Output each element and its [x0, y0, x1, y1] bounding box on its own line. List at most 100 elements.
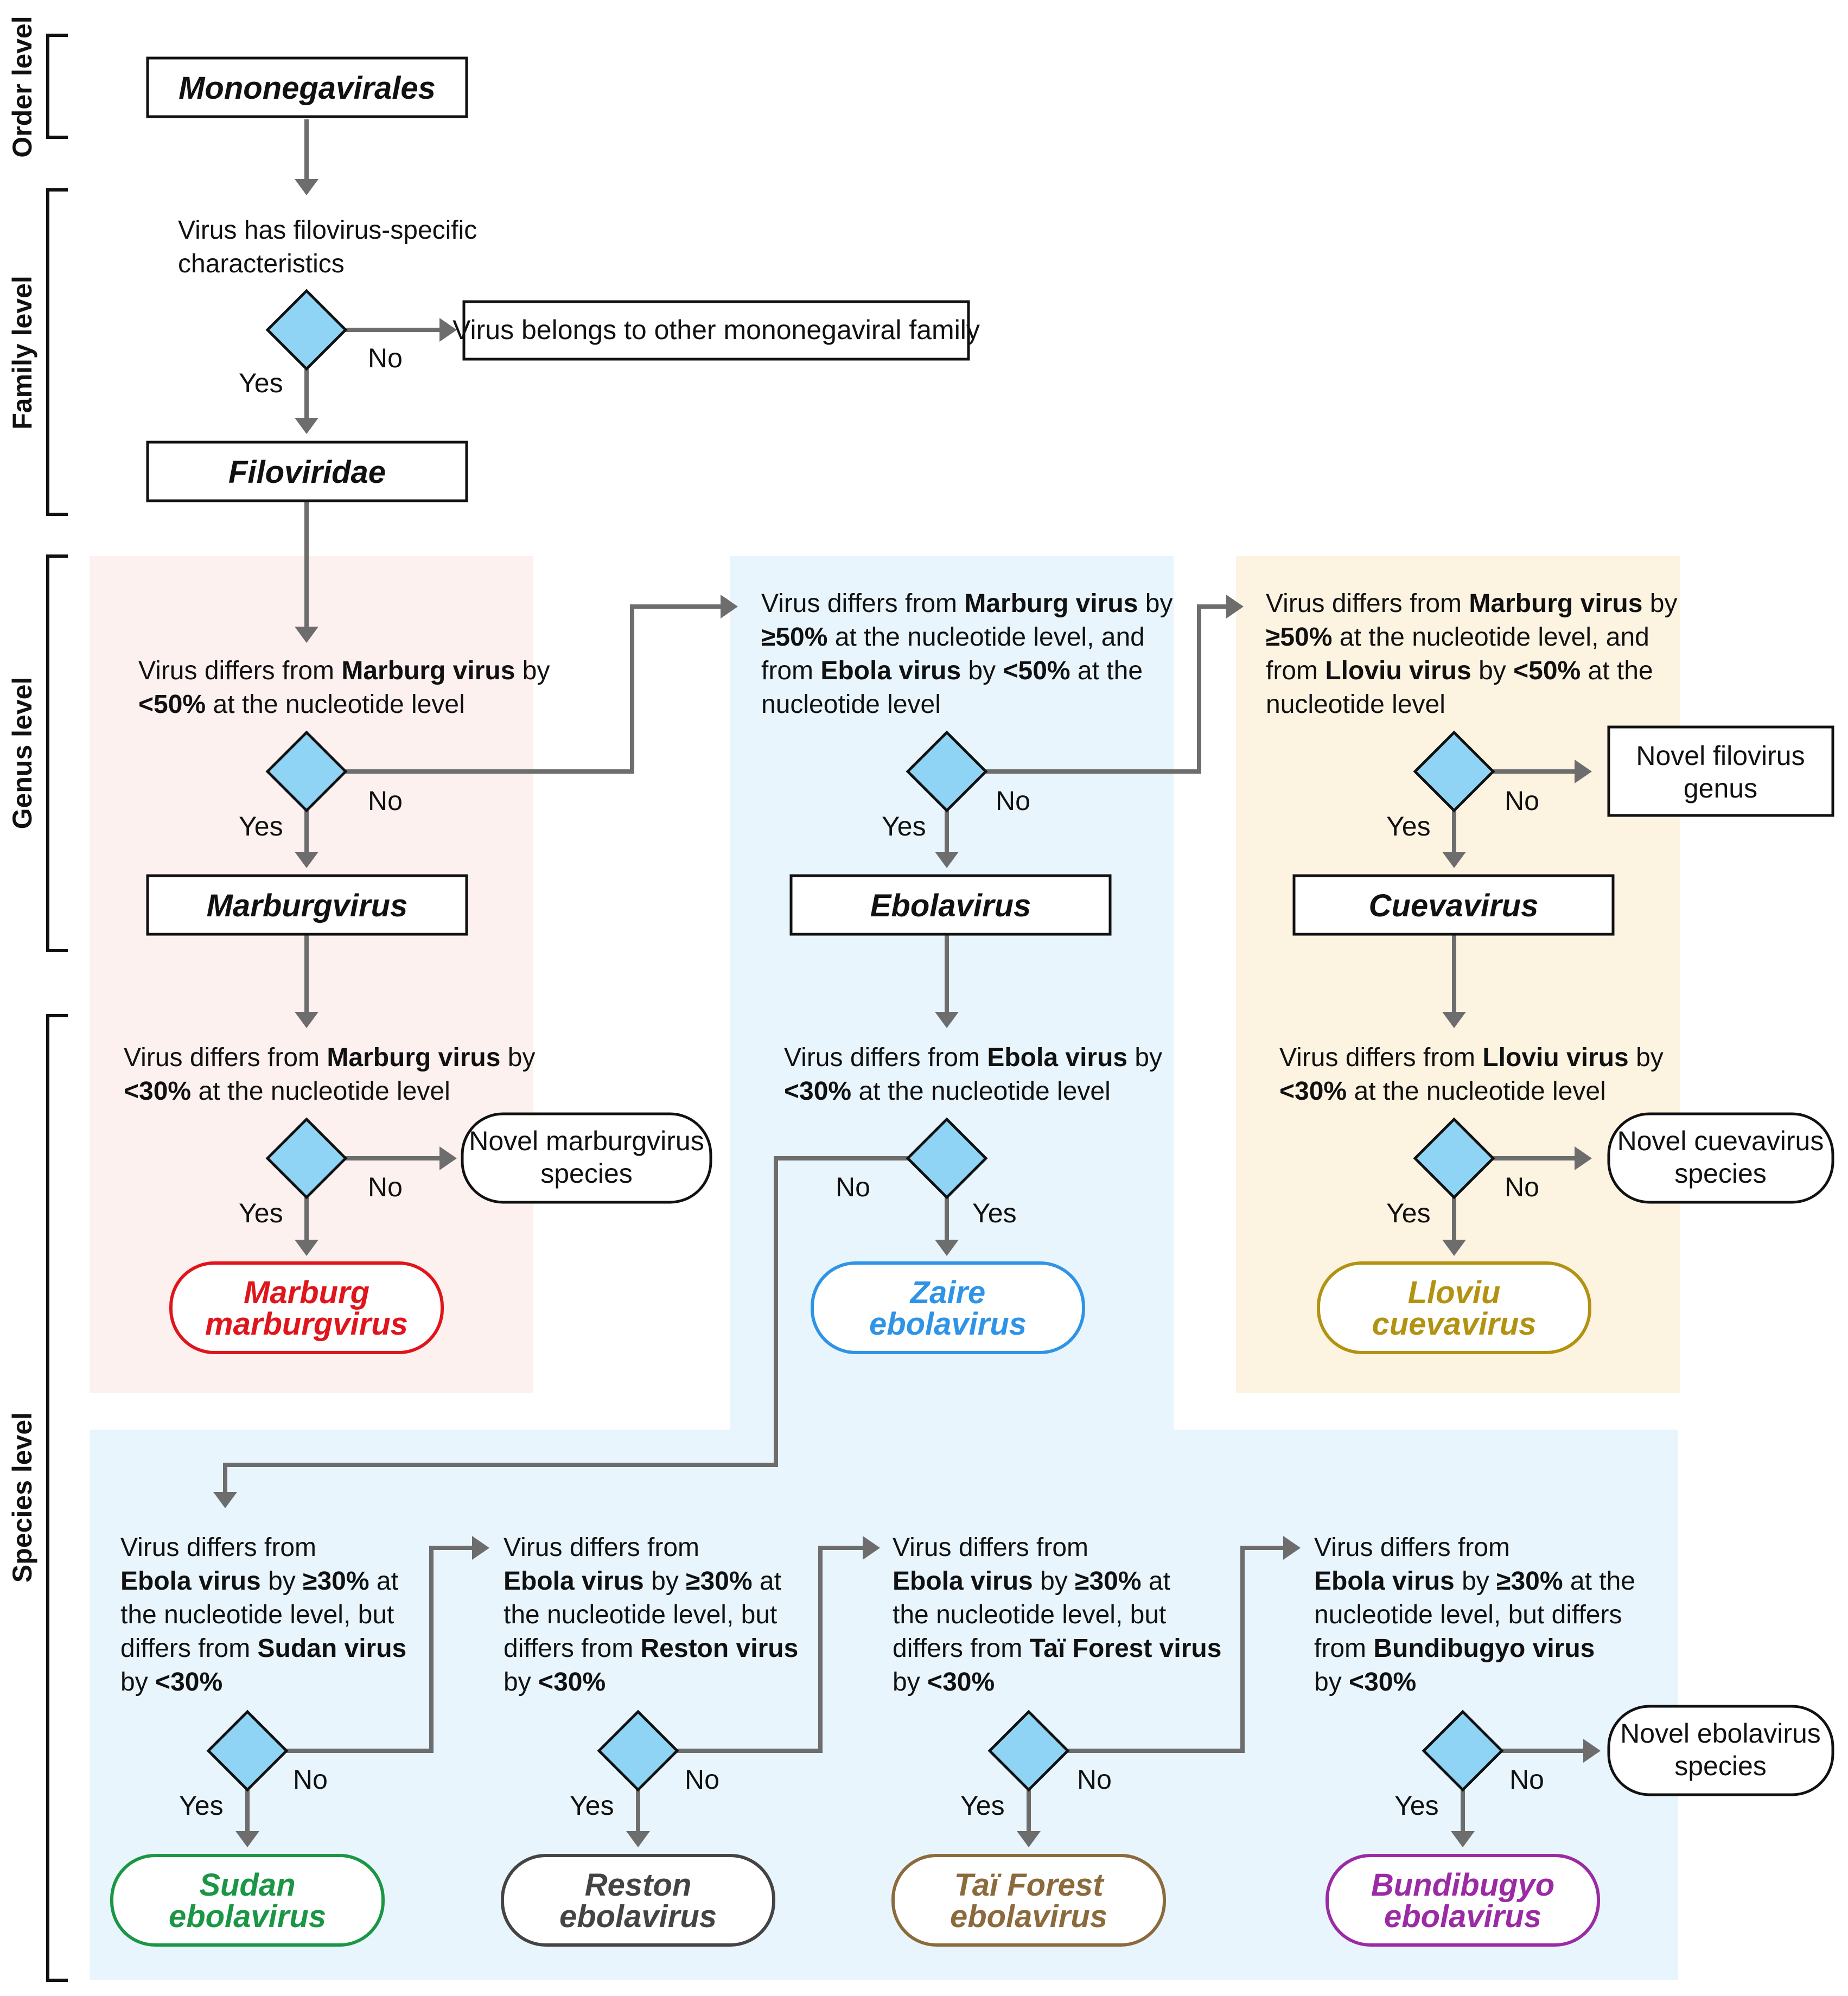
level-brackets: [46, 34, 68, 1982]
marburgvirus-genus-name: Marburgvirus: [207, 888, 408, 923]
family-level-bracket: [46, 188, 68, 516]
arrowhead: [721, 595, 738, 618]
no-label: No: [836, 1172, 870, 1202]
arrowhead: [1442, 1240, 1466, 1256]
lloviu-cuevavirus-line1: Lloviu: [1408, 1275, 1501, 1310]
svg-text:Ebola virus by ≥30% at: Ebola virus by ≥30% at: [120, 1567, 398, 1596]
svg-text:Virus differs from Lloviu viru: Virus differs from Lloviu virus by: [1279, 1043, 1664, 1072]
genus-ebola-decision-diamond: [906, 730, 988, 813]
arrowhead: [213, 1492, 237, 1508]
yes-label: Yes: [239, 811, 283, 841]
cuevavirus-genus-name: Cuevavirus: [1369, 888, 1539, 923]
yes-label: Yes: [239, 1198, 283, 1228]
arrowhead: [935, 1240, 959, 1256]
arrowheads: [213, 179, 1601, 1847]
arrowhead: [295, 852, 318, 868]
arrowhead: [1451, 1831, 1475, 1847]
svg-text:the nucleotide level, but: the nucleotide level, but: [120, 1600, 394, 1629]
ebolavirus-genus-box: [789, 874, 1112, 936]
bundibugyo-decision-diamond: [1422, 1710, 1504, 1792]
order-name: Mononegavirales: [179, 71, 436, 106]
tai-forest-question: Virus differs from Ebola virus by ≥30% a…: [893, 1533, 1221, 1697]
sudan-decision-diamond: [206, 1710, 289, 1792]
novel-cuevavirus-line1: Novel cuevavirus: [1617, 1126, 1824, 1156]
svg-text:Ebola virus by ≥30% at the: Ebola virus by ≥30% at the: [1314, 1567, 1635, 1596]
family-name: Filoviridae: [228, 455, 386, 490]
arrowhead: [439, 1146, 457, 1170]
novel-marburgvirus-box: [461, 1112, 712, 1204]
flow-lines: [223, 119, 1583, 1831]
novel-marburgvirus-line1: Novel marburgvirus: [469, 1126, 704, 1156]
yes-label: Yes: [570, 1790, 614, 1821]
answer-labels: Yes No Yes No Yes No Yes No Yes No No Ye…: [179, 343, 1544, 1821]
sudan-ebolavirus-box: [110, 1854, 385, 1947]
species-level-bracket: [46, 1014, 68, 1982]
species-ebola-decision-diamond: [906, 1117, 988, 1200]
yes-label: Yes: [882, 811, 926, 841]
arrowhead: [863, 1536, 880, 1560]
yes-label: Yes: [1386, 811, 1431, 841]
arrowhead: [295, 418, 318, 434]
sudan-ebolavirus-line1: Sudan: [199, 1867, 295, 1903]
svg-text:Ebola virus by ≥30% at: Ebola virus by ≥30% at: [893, 1567, 1170, 1596]
species-lloviu-question: Virus differs from Lloviu virus by <30% …: [1279, 1043, 1664, 1106]
arrowhead: [935, 852, 959, 868]
arrowhead: [235, 1831, 259, 1847]
family-question: Virus has filovirus-specific characteris…: [178, 216, 477, 278]
svg-text:differs from Reston virus: differs from Reston virus: [504, 1634, 798, 1663]
marburgvirus-genus-box: [146, 874, 468, 936]
no-label: No: [996, 786, 1030, 816]
no-label: No: [368, 1172, 403, 1202]
svg-text:Virus differs from: Virus differs from: [1314, 1533, 1510, 1562]
reston-ebolavirus-line2: ebolavirus: [559, 1899, 717, 1934]
svg-text:<30% at the nucleotide level: <30% at the nucleotide level: [124, 1077, 450, 1106]
svg-text:≥50% at the nucleotide level,: ≥50% at the nucleotide level, and: [1266, 623, 1649, 652]
arrowhead: [1442, 852, 1466, 868]
tai-forest-ebolavirus-line1: Taï Forest: [954, 1867, 1105, 1903]
svg-text:characteristics: characteristics: [178, 250, 345, 278]
order-box: [146, 56, 468, 118]
bundibugyo-question: Virus differs from Ebola virus by ≥30% a…: [1314, 1533, 1635, 1697]
svg-text:Virus differs from: Virus differs from: [504, 1533, 699, 1562]
genus-level-label: Genus level: [7, 677, 37, 830]
svg-text:from Ebola virus by <50% at th: from Ebola virus by <50% at the: [761, 656, 1143, 685]
svg-text:differs from Taï Forest virus: differs from Taï Forest virus: [893, 1634, 1221, 1663]
arrowhead: [295, 627, 318, 643]
novel-genus-line2: genus: [1684, 773, 1757, 803]
ebolavirus-genus-name: Ebolavirus: [870, 888, 1031, 923]
arrowhead: [1442, 1012, 1466, 1028]
svg-text:Virus differs from Marburg vir: Virus differs from Marburg virus by: [761, 589, 1172, 618]
no-label: No: [685, 1764, 719, 1795]
svg-text:<30% at the nucleotide level: <30% at the nucleotide level: [1279, 1077, 1606, 1106]
cuevavirus-genus-box: [1292, 874, 1615, 936]
svg-text:Ebola virus by ≥30% at: Ebola virus by ≥30% at: [504, 1567, 781, 1596]
reston-ebolavirus-box: [501, 1854, 775, 1947]
no-label: No: [1509, 1764, 1544, 1795]
svg-text:Virus differs from Marburg vir: Virus differs from Marburg virus by: [1266, 589, 1677, 618]
ebolavirus-panel-connector: [730, 1389, 1174, 1432]
arrowhead: [1575, 1146, 1592, 1170]
arrowhead: [1017, 1831, 1041, 1847]
bundibugyo-ebolavirus-line1: Bundibugyo: [1371, 1867, 1554, 1903]
arrowhead: [626, 1831, 650, 1847]
svg-text:Virus differs from Ebola virus: Virus differs from Ebola virus by: [784, 1043, 1162, 1072]
svg-text:nucleotide level: nucleotide level: [1266, 690, 1445, 719]
yes-label: Yes: [239, 368, 283, 398]
marburg-marburgvirus-line1: Marburg: [244, 1275, 369, 1310]
marburg-marburgvirus-line2: marburgvirus: [205, 1306, 408, 1342]
svg-text:from Lloviu virus by <50% at t: from Lloviu virus by <50% at the: [1266, 656, 1653, 685]
genus-marburg-decision-diamond: [265, 730, 348, 813]
zaire-ebolavirus-line1: Zaire: [909, 1275, 986, 1310]
family-decision-diamond: [265, 289, 348, 371]
novel-ebolavirus-line1: Novel ebolavirus: [1620, 1718, 1821, 1749]
genus-cueva-decision-diamond: [1413, 730, 1495, 813]
yes-label: Yes: [1394, 1790, 1439, 1821]
yes-label: Yes: [1386, 1198, 1431, 1228]
no-label: No: [368, 786, 403, 816]
arrowhead: [295, 1240, 318, 1256]
svg-text:Virus differs from: Virus differs from: [893, 1533, 1088, 1562]
zaire-ebolavirus-box: [811, 1261, 1085, 1354]
svg-text:Virus differs from Marburg vir: Virus differs from Marburg virus by: [124, 1043, 535, 1072]
lloviu-cuevavirus-box: [1317, 1261, 1591, 1354]
novel-cuevavirus-box: [1607, 1112, 1834, 1204]
